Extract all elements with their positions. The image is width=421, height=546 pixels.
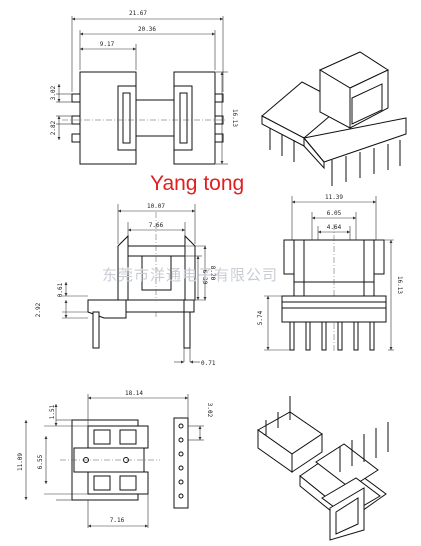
- dim-side-height-outer: 8.20: [209, 266, 216, 281]
- bobbin-front-outline: [62, 71, 226, 165]
- top-right-isometric-view: [261, 51, 407, 186]
- middle-left-view: 10.07 7.66 0.61 2.92 8.20 6.30 0.71: [35, 203, 216, 367]
- dim-half-width: 9.17: [100, 41, 115, 48]
- dim-pin-thickness: 0.71: [201, 360, 216, 367]
- dim-side-overall-width: 10.07: [147, 203, 165, 210]
- dim-pin-pitch-upper: 3.02: [50, 85, 57, 100]
- bottom-right-isometric-view: [257, 396, 389, 541]
- dim-side-inner-width: 7.66: [149, 222, 164, 229]
- dim-side-base-height: 2.92: [35, 302, 42, 317]
- dim-flange-width: 20.36: [138, 26, 156, 33]
- dim-overall-width: 21.67: [129, 10, 147, 17]
- bobbin-bottom-outline: [60, 417, 189, 509]
- dim-bottom-overall-width: 11.09: [17, 453, 24, 471]
- isometric-pin-row: [331, 140, 401, 186]
- dim-bottom-half-length: 7.16: [110, 517, 125, 524]
- dim-end-core-width: 4.64: [327, 224, 342, 231]
- dim-pin-pitch-lower: 2.82: [50, 120, 57, 135]
- dim-bottom-inner-width: 6.55: [37, 454, 44, 469]
- pin-row: [289, 321, 375, 351]
- middle-right-dimensions: [264, 196, 394, 351]
- dim-bottom-edge-offset: 1.51: [49, 404, 56, 419]
- bottom-left-dimensions: [24, 394, 204, 528]
- middle-left-dimensions: [62, 204, 207, 364]
- dim-pin-length: 5.74: [257, 310, 264, 325]
- brand-label: Yang tong: [150, 172, 245, 195]
- dim-overall-height: 16.13: [231, 109, 238, 127]
- dim-side-height-inner: 6.30: [201, 270, 208, 285]
- dim-end-window-width: 6.05: [327, 210, 342, 217]
- middle-right-view: 11.39 6.05 4.64 16.13 5.74: [257, 194, 403, 352]
- isometric-bottom-pins: [265, 396, 389, 472]
- dim-bottom-pin-pitch: 3.02: [206, 403, 213, 418]
- top-left-view: 21.67 20.36 9.17 3.02 2.82 16.13: [50, 10, 238, 165]
- top-left-dimensions: [56, 16, 228, 165]
- dim-bottom-overall-length: 18.14: [125, 390, 143, 397]
- bobbin-end-outline: [281, 224, 387, 352]
- bottom-left-view: 18.14 1.51 11.09 6.55 3.02 7.16: [17, 390, 213, 528]
- bobbin-side-outline: [87, 212, 196, 349]
- dim-end-overall-width: 11.39: [325, 194, 343, 201]
- dim-end-overall-height: 16.13: [396, 276, 403, 294]
- company-watermark: 东莞市洋通电子有限公司: [102, 266, 278, 284]
- dim-side-small-offset: 0.61: [57, 282, 64, 297]
